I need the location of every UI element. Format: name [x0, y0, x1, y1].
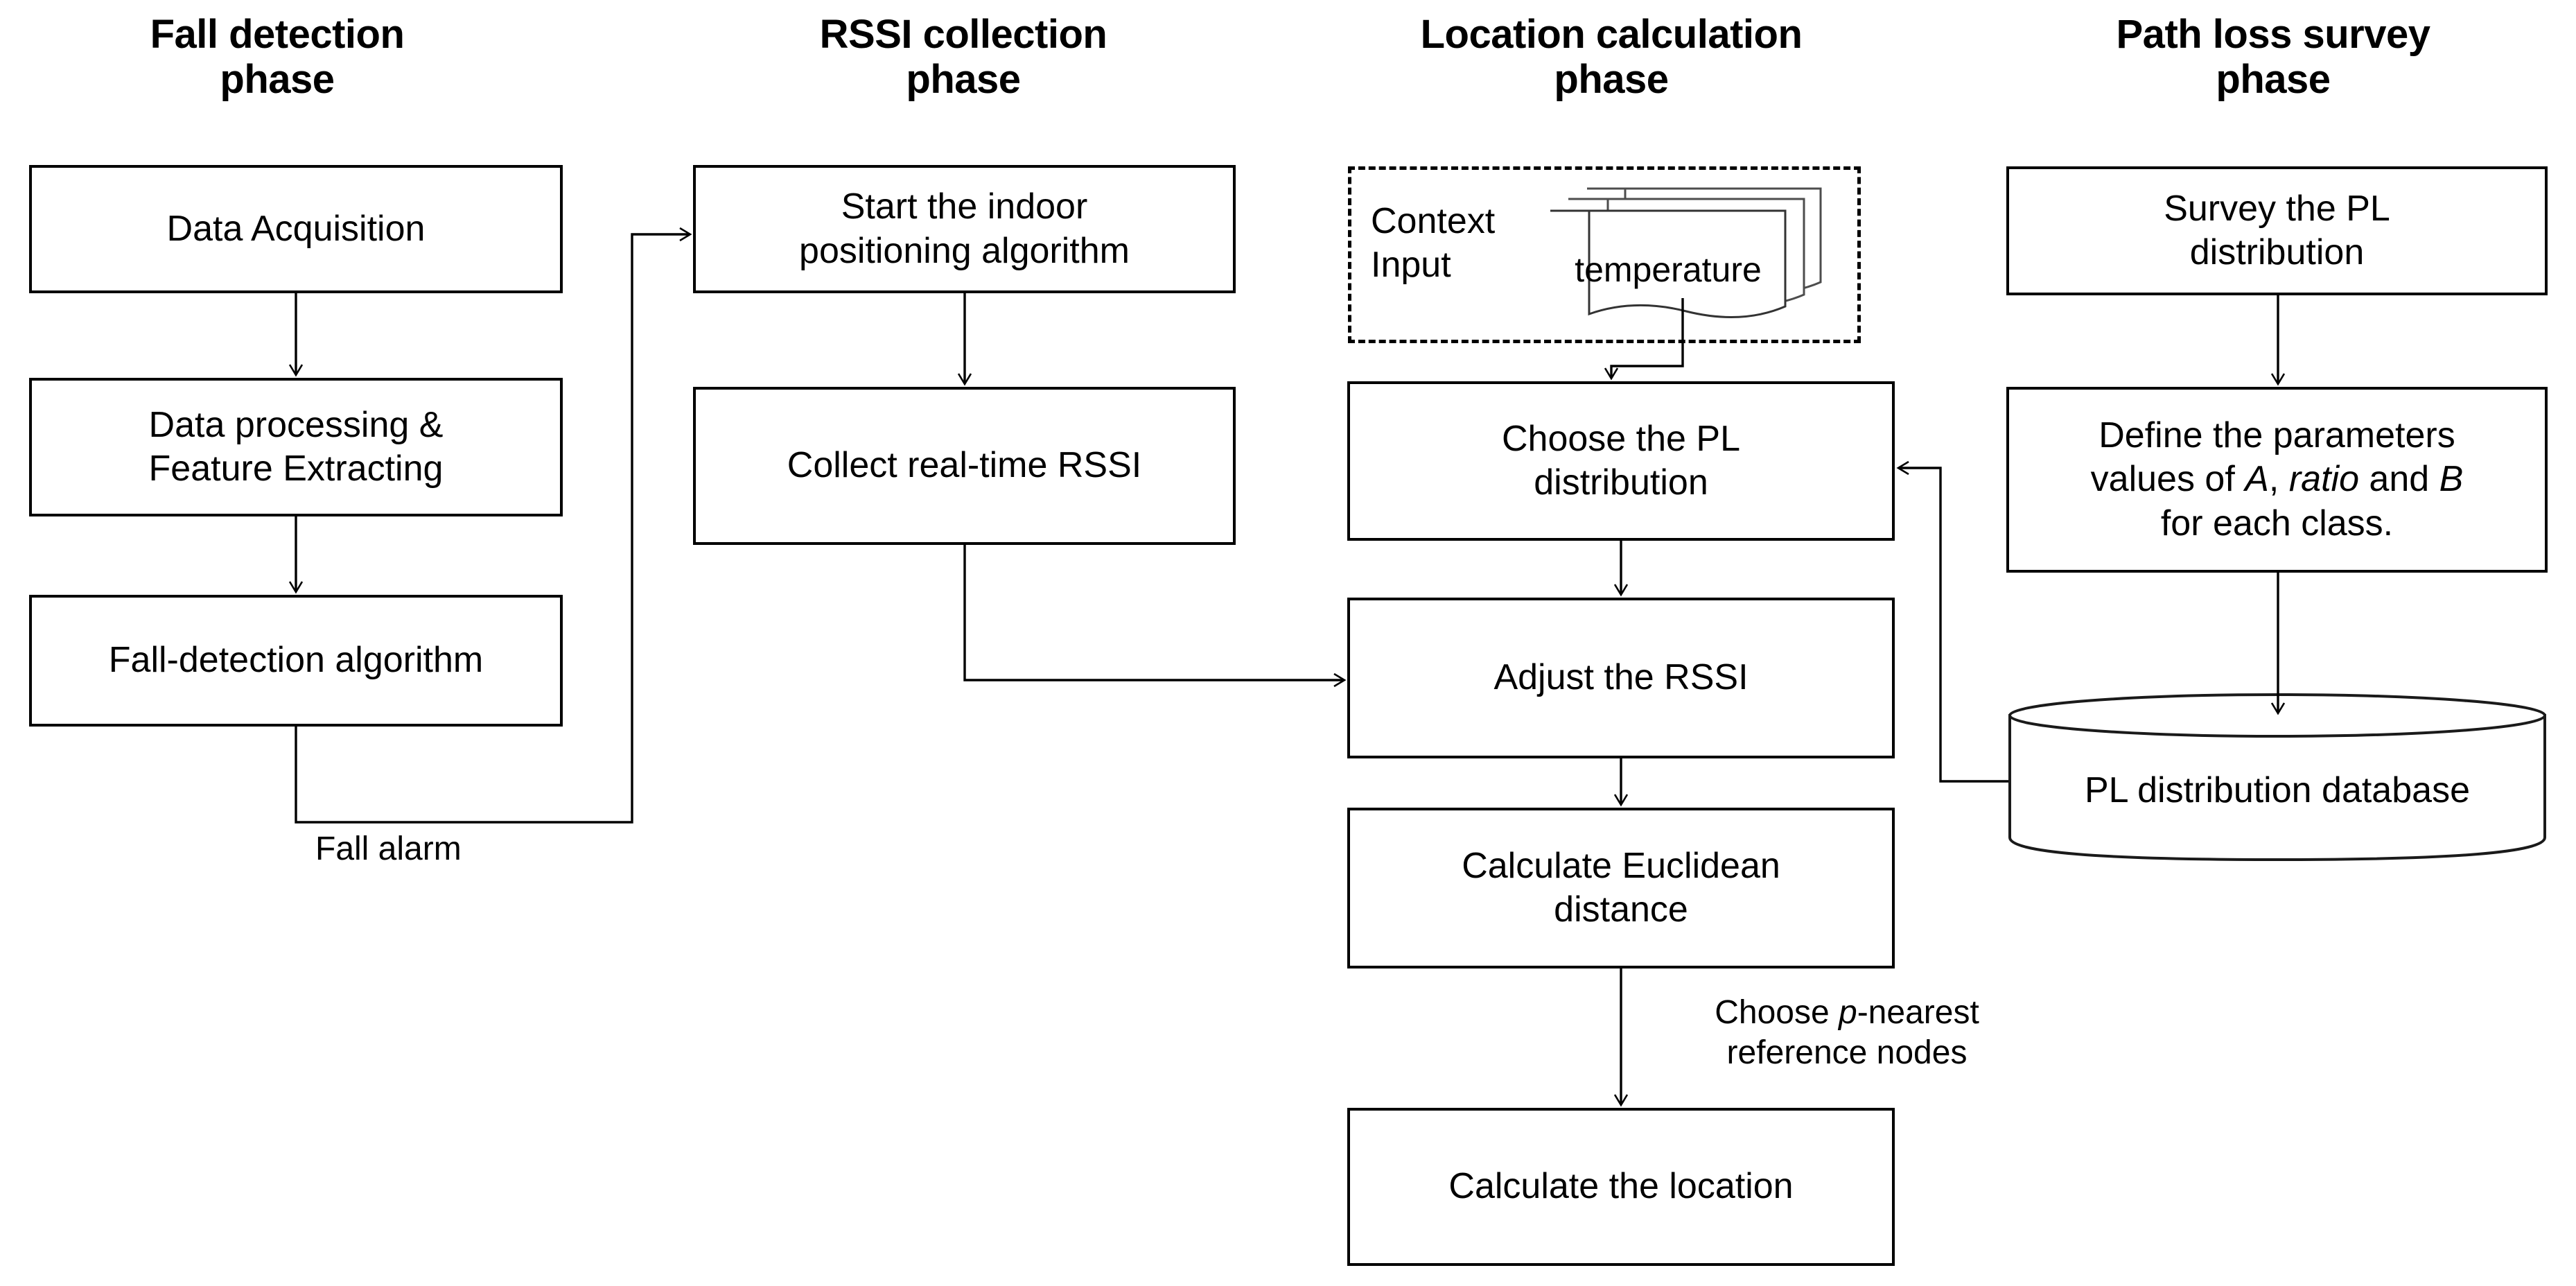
node-collect-realtime-rssi[interactable]: Collect real-time RSSI	[693, 387, 1236, 545]
node-define-parameters[interactable]: Define the parameters values of A, ratio…	[2006, 387, 2548, 573]
edge-label-p-nearest-reference-nodes: Choose p-nearest reference nodes	[1632, 993, 2062, 1072]
node-fall-detection-algorithm-label: Fall-detection algorithm	[108, 640, 484, 681]
node-survey-pl-distribution-label: Survey the PL distribution	[2164, 188, 2390, 272]
phase-title-rssi-collection: RSSI collection phase	[819, 12, 1107, 102]
context-input-label: Context Input	[1371, 201, 1496, 286]
node-calculate-euclidean-distance-label: Calculate Euclidean distance	[1462, 845, 1780, 930]
define-params-sep-1: ,	[2268, 459, 2289, 500]
node-choose-pl-distribution-label: Choose the PL distribution	[1501, 418, 1741, 503]
edge-database-to-choose-pl	[1896, 460, 2008, 783]
phase-title-location-calculation: Location calculation phase	[1420, 12, 1803, 102]
node-calculate-the-location[interactable]: Calculate the location	[1347, 1108, 1895, 1266]
node-data-acquisition-label: Data Acquisition	[166, 208, 426, 249]
context-input-group	[1348, 166, 1861, 343]
edge-fall-alarm-to-start-indoor	[295, 227, 692, 824]
phase-title-fall-detection: Fall detection phase	[150, 12, 405, 102]
p-nearest-text-1: Choose	[1715, 994, 1839, 1031]
node-define-parameters-label: Define the parameters values of A, ratio…	[2091, 414, 2464, 546]
phase-title-path-loss-survey: Path loss survey phase	[2116, 12, 2431, 102]
define-params-var-A: A	[2245, 459, 2269, 500]
edge-collect-rssi-to-adjust-rssi	[963, 545, 1347, 688]
define-params-text-1: Define the parameters values of	[2090, 415, 2455, 500]
define-params-sep-2: and	[2358, 459, 2439, 500]
node-data-processing-label: Data processing & Feature Extracting	[148, 404, 444, 489]
define-params-var-B: B	[2439, 459, 2464, 500]
define-params-var-ratio: ratio	[2288, 459, 2359, 500]
node-adjust-rssi-label: Adjust the RSSI	[1493, 657, 1749, 698]
multi-document-icon	[1550, 187, 1822, 318]
p-nearest-var: p	[1838, 994, 1857, 1031]
define-params-text-2: for each class.	[2160, 503, 2394, 544]
node-pl-distribution-database-label: PL distribution database	[2084, 770, 2470, 810]
node-collect-realtime-rssi-label: Collect real-time RSSI	[787, 445, 1142, 486]
edge-label-fall-alarm: Fall alarm	[315, 831, 462, 867]
node-data-processing[interactable]: Data processing & Feature Extracting	[29, 378, 563, 516]
node-start-indoor-positioning[interactable]: Start the indoor positioning algorithm	[693, 165, 1236, 293]
node-calculate-the-location-label: Calculate the location	[1448, 1166, 1794, 1207]
database-cylinder-icon	[2008, 693, 2546, 862]
node-calculate-euclidean-distance[interactable]: Calculate Euclidean distance	[1347, 808, 1895, 968]
node-choose-pl-distribution[interactable]: Choose the PL distribution	[1347, 381, 1895, 541]
node-survey-pl-distribution[interactable]: Survey the PL distribution	[2006, 166, 2548, 295]
context-document-label: temperature	[1575, 250, 1762, 289]
node-adjust-rssi[interactable]: Adjust the RSSI	[1347, 598, 1895, 758]
context-document-stack[interactable]: temperature	[1549, 175, 1826, 324]
p-nearest-text-2: -nearest reference nodes	[1726, 994, 1979, 1071]
node-pl-distribution-database[interactable]: PL distribution database	[2007, 693, 2548, 877]
node-data-acquisition[interactable]: Data Acquisition	[29, 165, 563, 293]
node-start-indoor-positioning-label: Start the indoor positioning algorithm	[799, 186, 1130, 271]
node-fall-detection-algorithm[interactable]: Fall-detection algorithm	[29, 595, 563, 727]
